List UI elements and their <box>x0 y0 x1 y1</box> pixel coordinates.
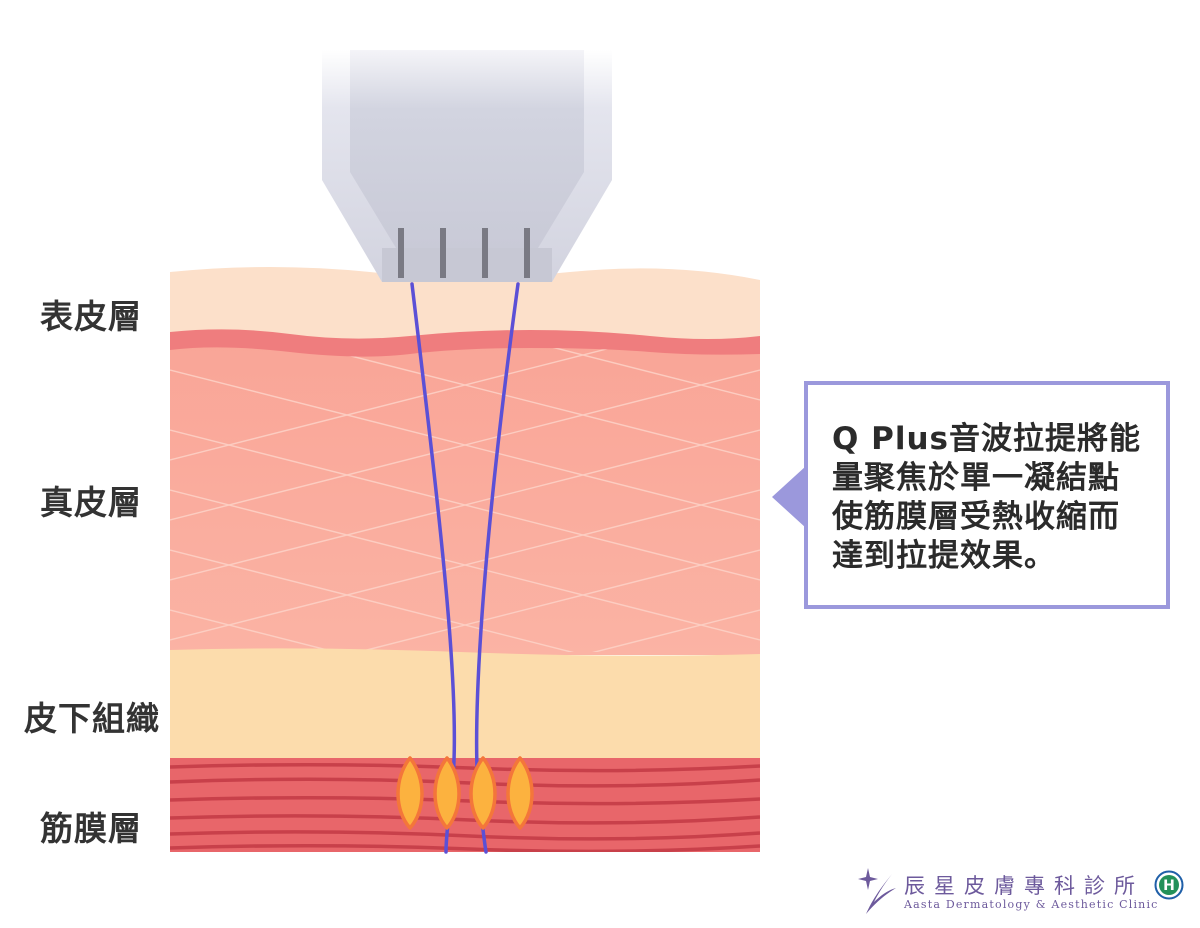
flame-4 <box>506 756 534 830</box>
callout-line: 量聚焦於單一凝結點 <box>832 460 1120 496</box>
clinic-logo: 辰星皮膚專科診所 Aasta Dermatology & Aesthetic C… <box>858 866 1190 916</box>
callout-line: 達到拉提效果。 <box>832 538 1056 574</box>
callout-line: 使筋膜層受熱收縮而 <box>832 499 1120 535</box>
badge-letter: H <box>1163 878 1175 894</box>
smas-fibers <box>170 762 760 852</box>
star-wing-icon <box>858 868 896 914</box>
label-epidermis: 表皮層 <box>40 297 142 336</box>
label-smas: 筋膜層 <box>40 809 142 848</box>
device-transducer-pins <box>398 228 530 278</box>
callout-text: Q Plus音波拉提將能 量聚焦於單一凝結點 使筋膜層受熱收縮而 達到拉提效果。 <box>832 420 1162 576</box>
epidermis-layer <box>170 267 760 345</box>
dermis-collagen-mesh <box>170 340 760 652</box>
subcutis-layer <box>170 648 760 764</box>
clinic-name-cn: 辰星皮膚專科診所 <box>904 874 1144 898</box>
flame-3 <box>469 756 497 830</box>
device-transducer-tip <box>382 248 552 282</box>
device-body-inner <box>350 50 584 248</box>
clinic-name-en: Aasta Dermatology & Aesthetic Clinic <box>904 898 1159 911</box>
callout-line: Q Plus音波拉提將能 <box>832 421 1142 457</box>
callout-pointer <box>772 466 806 528</box>
hospital-badge-icon: H <box>1154 870 1184 900</box>
dermis-top-band <box>170 329 760 357</box>
thermal-coagulation-points <box>396 756 534 830</box>
label-subcutis: 皮下組織 <box>24 699 160 738</box>
ultrasound-device <box>322 50 612 282</box>
callout-box <box>804 381 1170 609</box>
flame-2 <box>433 756 461 830</box>
flame-1 <box>396 756 424 830</box>
label-dermis: 真皮層 <box>40 483 142 522</box>
dermis-layer <box>170 340 760 655</box>
